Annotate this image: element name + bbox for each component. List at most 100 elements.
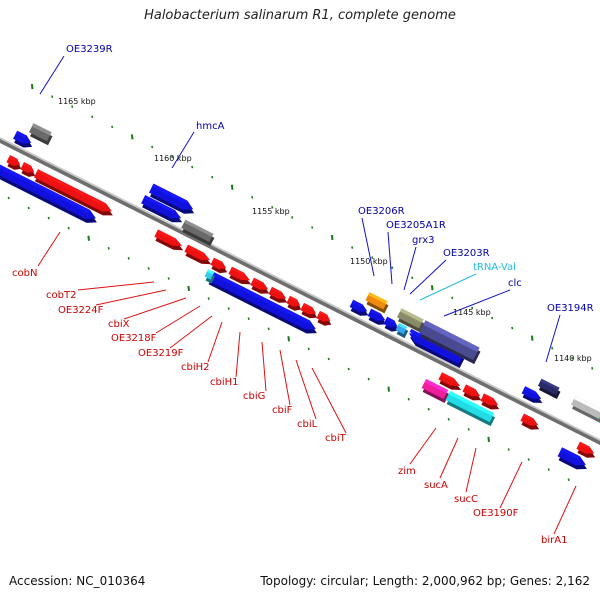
- leader-line: [409, 259, 447, 295]
- gene-arrow[interactable]: [383, 316, 399, 332]
- gene-arrow[interactable]: [181, 219, 215, 246]
- scale-tick: [151, 145, 154, 149]
- gene-label[interactable]: cbiT: [325, 433, 347, 444]
- gene-highlight: [560, 447, 581, 460]
- leader-line: [155, 305, 201, 334]
- gene-arrow[interactable]: [250, 277, 270, 294]
- gene-arrow[interactable]: [268, 286, 288, 303]
- scale-tick: [407, 397, 410, 401]
- gene-label[interactable]: birA1: [541, 535, 567, 546]
- gene-arrow[interactable]: [316, 311, 332, 326]
- gene-highlight: [448, 391, 495, 417]
- gene-label[interactable]: sucC: [454, 494, 478, 505]
- gene-arrow[interactable]: [557, 447, 587, 470]
- gene-label[interactable]: cbiG: [243, 391, 265, 402]
- gene-label[interactable]: OE3239R: [66, 44, 113, 55]
- scale-tick: [427, 407, 430, 411]
- gene-arrow[interactable]: [365, 292, 389, 314]
- gene-highlight: [318, 311, 328, 318]
- gene-highlight: [424, 379, 449, 394]
- scale-tick: [471, 306, 474, 310]
- leader-line: [311, 367, 347, 434]
- gene-highlight: [522, 413, 534, 421]
- gene-arrow[interactable]: [33, 169, 113, 216]
- gene-arrow[interactable]: [0, 162, 97, 223]
- gene-arrow[interactable]: [210, 257, 228, 274]
- gene-label[interactable]: tRNA-Val: [473, 262, 516, 273]
- gene-label[interactable]: OE3190F: [473, 508, 519, 519]
- gene-arrow[interactable]: [29, 123, 53, 146]
- scale-tick: [187, 285, 190, 292]
- gene-arrow[interactable]: [537, 378, 561, 399]
- gene-label[interactable]: OE3224F: [58, 305, 104, 316]
- gene-arrow[interactable]: [154, 229, 184, 251]
- gene-arrow[interactable]: [395, 322, 409, 339]
- gene-features: [0, 123, 600, 470]
- gene-label[interactable]: OE3206R: [358, 206, 405, 217]
- gene-arrow[interactable]: [421, 379, 450, 403]
- gene-arrow[interactable]: [438, 372, 462, 390]
- gene-arrow[interactable]: [576, 441, 596, 458]
- scale-label: 1150 kbp: [350, 257, 388, 266]
- gene-label[interactable]: OE3203R: [443, 248, 490, 259]
- gene-highlight: [482, 393, 494, 401]
- scale-tick: [191, 165, 194, 169]
- gene-arrow[interactable]: [228, 266, 252, 285]
- gene-label[interactable]: zim: [398, 466, 416, 477]
- gene-highlight: [540, 378, 560, 391]
- gene-highlight: [143, 195, 176, 213]
- gene-arrow[interactable]: [286, 295, 302, 311]
- gene-arrow[interactable]: [300, 303, 318, 319]
- scale-tick: [247, 317, 250, 321]
- leader-line: [295, 359, 317, 420]
- gene-label[interactable]: cbiH1: [210, 377, 239, 388]
- gene-arrow[interactable]: [462, 384, 482, 401]
- gene-arrow[interactable]: [397, 308, 425, 333]
- gene-arrow[interactable]: [521, 386, 543, 403]
- leader-line: [387, 231, 393, 285]
- gene-label[interactable]: OE3194R: [547, 303, 594, 314]
- gene-label[interactable]: cobT2: [46, 290, 76, 301]
- gene-highlight: [210, 271, 311, 324]
- gene-arrow[interactable]: [149, 183, 195, 214]
- scale-tick: [330, 234, 334, 241]
- scale-tick: [367, 377, 370, 381]
- gene-highlight: [523, 386, 536, 395]
- gene-arrow[interactable]: [445, 391, 496, 427]
- gene-arrow[interactable]: [367, 308, 387, 325]
- scale-label: 1140 kbp: [554, 354, 592, 363]
- gene-highlight: [270, 286, 282, 295]
- gene-arrow[interactable]: [20, 162, 36, 177]
- gene-arrow[interactable]: [184, 244, 212, 265]
- scale-tick: [351, 246, 354, 249]
- gene-highlight: [573, 395, 600, 413]
- gene-label[interactable]: cbiH2: [181, 362, 210, 373]
- gene-label[interactable]: OE3219F: [138, 348, 184, 359]
- gene-arrow[interactable]: [6, 155, 22, 170]
- gene-label[interactable]: grx3: [412, 235, 434, 246]
- gene-label[interactable]: OE3218F: [111, 333, 157, 344]
- gene-face: [397, 308, 424, 329]
- gene-arrow[interactable]: [571, 395, 600, 423]
- gene-arrow[interactable]: [207, 271, 317, 334]
- gene-label[interactable]: cbiL: [297, 419, 318, 430]
- gene-arrow[interactable]: [13, 130, 33, 148]
- gene-label[interactable]: cobN: [12, 268, 37, 279]
- gene-label[interactable]: sucA: [424, 480, 448, 491]
- gene-label[interactable]: hmcA: [196, 121, 225, 132]
- gene-arrow[interactable]: [141, 195, 183, 223]
- leader-line: [123, 297, 187, 320]
- gene-arrow[interactable]: [419, 320, 481, 365]
- leader-line: [235, 331, 241, 378]
- gene-arrow[interactable]: [520, 413, 540, 430]
- gene-label[interactable]: cbiF: [272, 405, 293, 416]
- scale-tick: [507, 448, 510, 451]
- gene-arrow[interactable]: [480, 393, 500, 410]
- gene-label[interactable]: clc: [508, 278, 522, 289]
- gene-highlight: [578, 441, 590, 450]
- gene-arrow[interactable]: [349, 299, 369, 316]
- gene-label[interactable]: cbiX: [108, 319, 130, 330]
- gene-face: [408, 332, 464, 364]
- gene-arrow[interactable]: [204, 269, 216, 284]
- gene-label[interactable]: OE3205A1R: [386, 220, 446, 231]
